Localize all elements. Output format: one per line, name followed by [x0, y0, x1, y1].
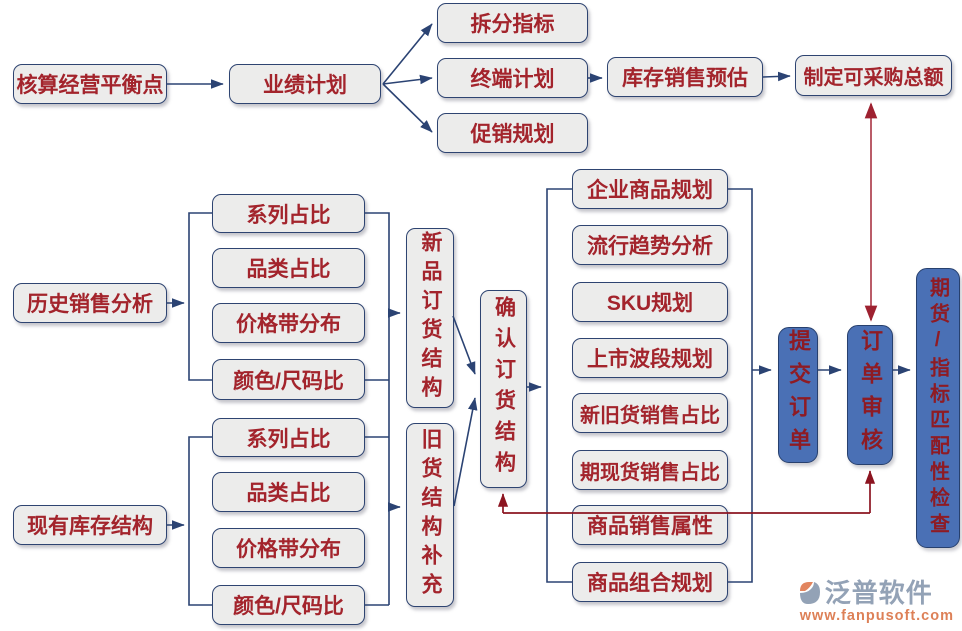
- node-hist-series-ratio: 系列占比: [212, 194, 365, 233]
- node-inventory-sales-forecast: 库存销售预估: [607, 57, 763, 97]
- node-hist-price-band: 价格带分布: [212, 303, 365, 343]
- fanpu-watermark: 泛普软件 www.fanpusoft.com: [798, 580, 954, 624]
- node-futures-indicator-check: 期货/指标匹配性检查: [916, 268, 960, 548]
- node-purchasable-total: 制定可采购总额: [795, 55, 952, 96]
- watermark-url: www.fanpusoft.com: [799, 607, 954, 624]
- node-enterprise-product-plan: 企业商品规划: [572, 169, 728, 209]
- fanpu-logo-icon: [798, 580, 822, 606]
- node-inv-color-size: 颜色/尺码比: [212, 585, 365, 625]
- node-trend-analysis: 流行趋势分析: [572, 225, 728, 265]
- node-split-indicators: 拆分指标: [437, 3, 588, 43]
- node-terminal-plan: 终端计划: [437, 58, 588, 98]
- node-inv-series-ratio: 系列占比: [212, 418, 365, 457]
- node-sku-plan: SKU规划: [572, 282, 728, 322]
- node-current-inventory-structure: 现有库存结构: [13, 505, 167, 545]
- node-promotion-plan: 促销规划: [437, 113, 588, 153]
- node-hist-category-ratio: 品类占比: [212, 248, 365, 288]
- watermark-brand: 泛普软件: [824, 577, 933, 608]
- node-historical-sales-analysis: 历史销售分析: [13, 283, 167, 323]
- node-submit-order: 提交订单: [778, 327, 818, 463]
- node-product-mix-plan: 商品组合规划: [572, 562, 728, 602]
- node-new-old-sales-ratio: 新旧货销售占比: [572, 393, 728, 433]
- node-product-sales-attributes: 商品销售属性: [572, 505, 728, 545]
- node-hist-color-size: 颜色/尺码比: [212, 359, 365, 400]
- node-performance-plan: 业绩计划: [229, 64, 381, 104]
- node-inv-price-band: 价格带分布: [212, 528, 365, 568]
- node-balance-point: 核算经营平衡点: [13, 64, 167, 104]
- node-confirm-order-structure: 确认订货结构: [480, 290, 527, 488]
- node-order-review: 订单审核: [847, 325, 893, 465]
- node-futures-spot-sales-ratio: 期现货销售占比: [572, 450, 728, 490]
- node-launch-wave-plan: 上市波段规划: [572, 338, 728, 378]
- node-new-product-order-structure: 新品订货结构: [406, 228, 454, 408]
- node-old-goods-supplement: 旧货结构补充: [406, 423, 454, 607]
- node-inv-category-ratio: 品类占比: [212, 472, 365, 512]
